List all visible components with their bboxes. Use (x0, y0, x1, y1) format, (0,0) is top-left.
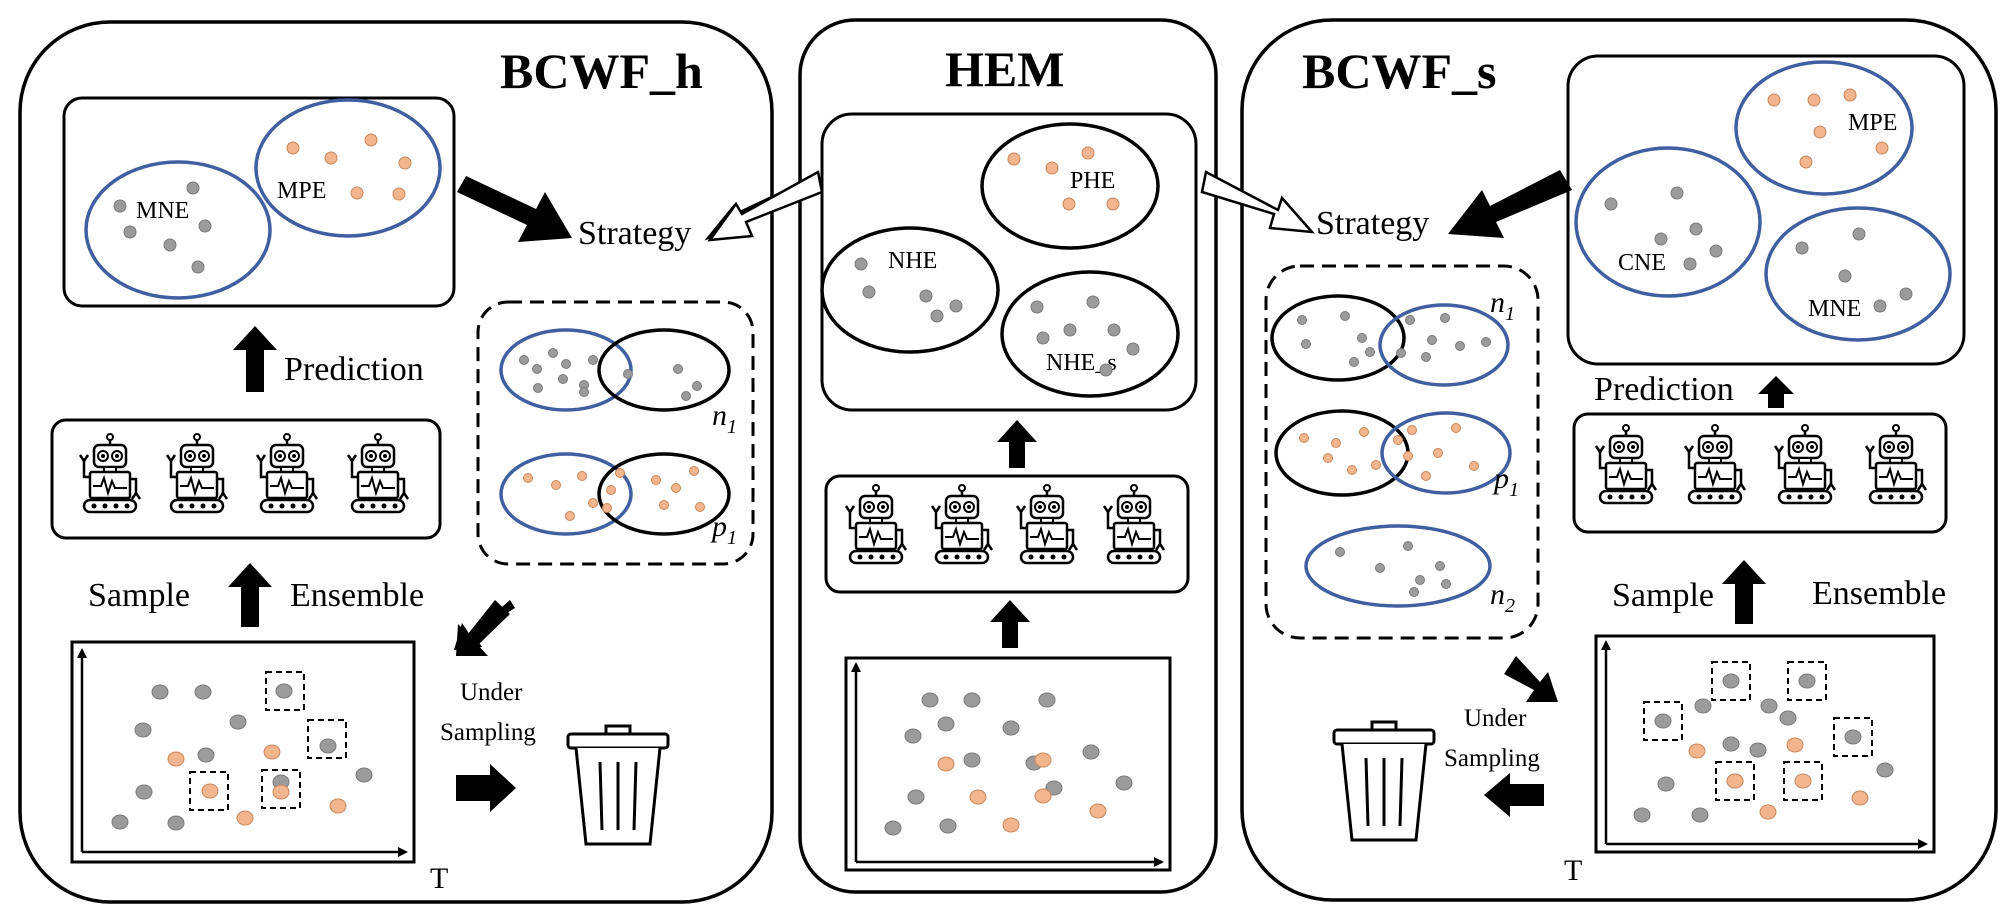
left-strategy-label: Strategy (578, 215, 691, 252)
right-ensemble-box (1572, 412, 1948, 534)
right-sampling-label: Sampling (1444, 745, 1540, 772)
left-venn-n-label: n1 (712, 399, 737, 438)
right-time-axis-label: T (1564, 854, 1582, 887)
right-robot-icon-3 (1773, 423, 1837, 505)
panel-bcwf-s-frame (1240, 18, 1998, 902)
right-venn-box: n1 p1 n2 (1264, 264, 1540, 640)
hem-ensemble-box (824, 474, 1190, 594)
hem-robot-icon-4 (1102, 483, 1166, 565)
hem-hollow-arrow-left-shape (707, 170, 824, 242)
right-venn-p-label: p1 (1492, 462, 1519, 501)
right-arrow-to-strategy-icon (1448, 170, 1572, 238)
left-sample-label: Sample (88, 577, 190, 614)
left-prediction-box: MNE MPE (62, 96, 456, 308)
left-ensemble-label: Ensemble (290, 577, 424, 614)
right-prediction-label: Prediction (1594, 371, 1734, 408)
hem-robot-icon-2 (930, 483, 994, 565)
right-venn-down-arrow-icon (1504, 656, 1558, 702)
left-mpe-ellipse (254, 98, 442, 238)
left-robot-icon-3 (255, 432, 319, 514)
right-ensemble-label: Ensemble (1812, 575, 1946, 612)
left-time-axis-label: T (430, 862, 448, 895)
left-undersample-right-arrow-icon (456, 764, 516, 812)
left-mpe-label: MPE (277, 178, 326, 204)
right-venn-n2-label: n2 (1490, 578, 1515, 617)
right-prediction-up-arrow-icon (1758, 376, 1794, 408)
left-venn-p-label: p1 (710, 510, 737, 549)
left-mne-ellipse (84, 160, 272, 300)
hem-up-arrow-top-icon (997, 420, 1037, 468)
hem-hardness-box: PHE NHE NHE_s (820, 112, 1198, 412)
left-scatter-plot: T (70, 640, 448, 895)
hem-robot-icon-1 (844, 483, 908, 565)
right-mpe-ellipse (1734, 60, 1914, 196)
left-trash-can-icon (566, 724, 670, 846)
left-venn-box: n1 p1 (476, 300, 755, 566)
right-robot-icon-4 (1864, 423, 1928, 505)
right-cne-label: CNE (1618, 250, 1666, 276)
hem-scatter-plot (844, 656, 1172, 872)
right-ensemble-up-arrow-icon (1722, 560, 1766, 624)
right-robot-icon-2 (1683, 423, 1747, 505)
right-robot-icon-1 (1594, 423, 1658, 505)
right-cne-ellipse (1574, 146, 1762, 298)
panel-bcwf-h-frame (18, 20, 774, 904)
left-robot-icon-2 (165, 432, 229, 514)
right-sample-label: Sample (1612, 577, 1714, 614)
right-scatter-plot: T (1564, 634, 1936, 887)
right-under-label: Under (1464, 705, 1527, 732)
panel-title-bcwf-s: BCWF_s (1302, 43, 1496, 99)
right-strategy-label: Strategy (1316, 205, 1429, 242)
right-mpe-label: MPE (1848, 110, 1897, 136)
hem-up-arrow-bottom-icon (990, 600, 1030, 648)
left-mne-label: MNE (136, 198, 189, 224)
hem-hollow-arrow-right-icon (1200, 170, 1316, 234)
left-venn-down-arrow-shape (456, 600, 510, 656)
hem-nhe-label: NHE (888, 248, 937, 274)
left-robot-icon-4 (346, 432, 410, 514)
left-under-label: Under (460, 679, 523, 706)
right-prediction-box: MPE CNE MNE (1566, 54, 1966, 366)
left-sampling-label: Sampling (440, 719, 536, 746)
right-trash-can-icon (1332, 720, 1436, 842)
panel-title-bcwf-h: BCWF_h (500, 43, 703, 99)
left-ensemble-box (50, 418, 442, 540)
left-prediction-label: Prediction (284, 351, 424, 388)
left-robot-icon-1 (78, 432, 142, 514)
hem-phe-label: PHE (1070, 168, 1115, 194)
right-undersample-left-arrow-icon (1484, 773, 1544, 817)
right-venn-n1-label: n1 (1490, 286, 1515, 325)
left-prediction-up-arrow-icon (233, 326, 277, 392)
panel-title-hem: HEM (945, 41, 1064, 97)
hem-robot-icon-3 (1015, 483, 1079, 565)
left-ensemble-up-arrow-icon (228, 563, 272, 627)
right-mne-label: MNE (1808, 296, 1861, 322)
panel-hem-frame (798, 18, 1218, 894)
right-mne-ellipse (1764, 206, 1952, 342)
left-arrow-to-strategy-icon (457, 176, 572, 242)
